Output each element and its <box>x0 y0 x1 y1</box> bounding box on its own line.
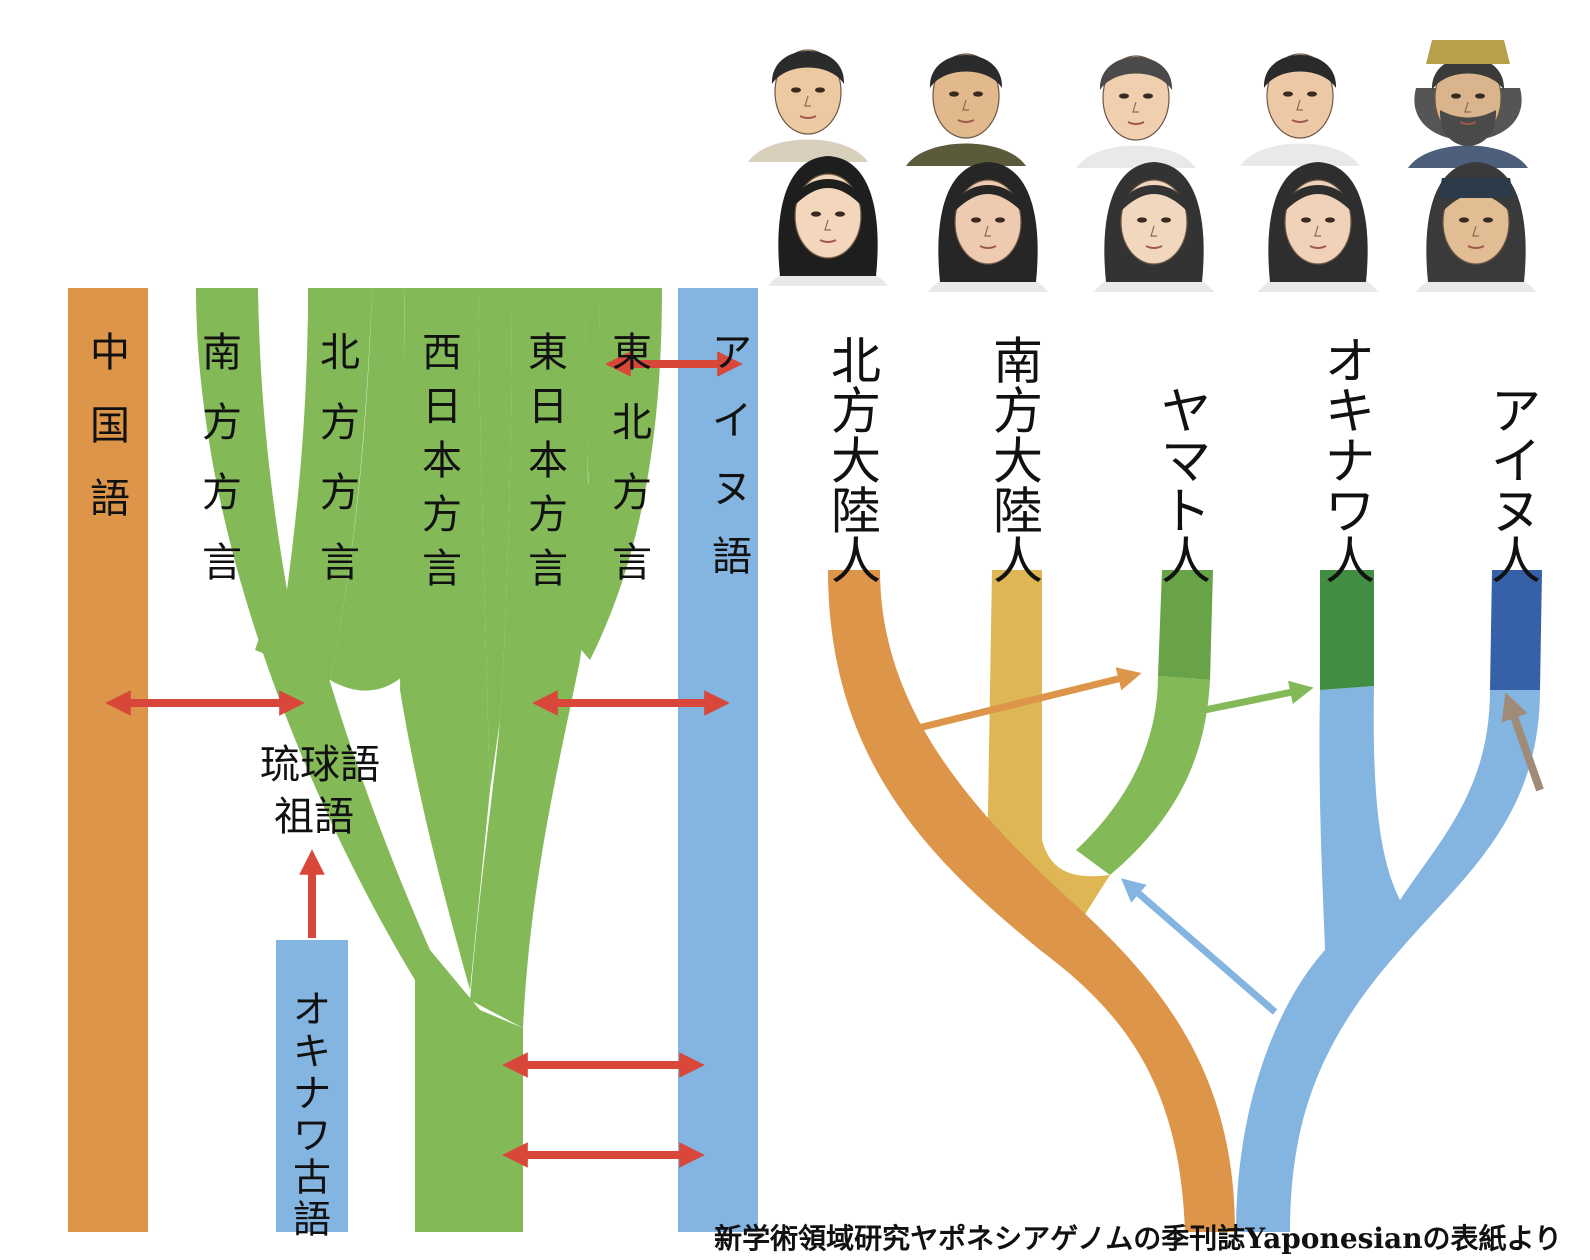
language-tree: 中国語 南方方言 北方方言 西日本方言 東日本方言 東北方言 アイヌ語 オキナワ… <box>68 288 758 1241</box>
tohoku-branch <box>555 288 662 660</box>
label-southern-continental: 南方大陸人 <box>993 333 1043 591</box>
old-okinawan-bar <box>276 940 348 1232</box>
okinawan-stream-top <box>1320 570 1374 690</box>
label-old-okinawan: オキナワ古語 <box>293 987 331 1241</box>
gene-flow-arrow-into-ainu <box>1501 692 1544 792</box>
source-caption: 新学術領域研究ヤポネシアゲノムの季刊誌Yaponesianの表紙より <box>714 1222 1562 1255</box>
label-chinese: 中国語 <box>90 330 130 522</box>
label-southern-dialect: 南方方言 <box>202 330 242 586</box>
label-west-japan-dialect: 西日本方言 <box>422 330 462 592</box>
gene-flow-arrow-continental-yamato <box>909 667 1142 734</box>
label-proto-ryukyuan-2: 祖語 <box>274 794 354 840</box>
woman-headband-portrait-icon <box>1416 162 1536 292</box>
label-northern-continental: 北方大陸人 <box>831 333 881 591</box>
portrait-gallery <box>748 40 1536 292</box>
chinese-bar <box>68 288 148 1232</box>
northern-dialect-branch <box>255 288 372 680</box>
gene-flow-arrow-jomon-yamato <box>1121 878 1278 1015</box>
gene-flow-arrow-yamato-okinawan <box>1194 680 1314 716</box>
label-ainu-people: アイヌ人 <box>1491 383 1541 591</box>
southern-continental-stream <box>987 570 1110 930</box>
man-portrait-icon <box>1240 53 1360 166</box>
yamato-stream-dark <box>1158 570 1213 680</box>
label-east-japan-dialect: 東日本方言 <box>528 330 568 592</box>
ainu-stream-top <box>1490 570 1542 690</box>
yamato-stream <box>1076 676 1210 875</box>
man-portrait-icon <box>1076 55 1196 168</box>
northern-continental-stream <box>828 570 1235 1232</box>
jomon-stream <box>1236 686 1540 1232</box>
bearded-man-portrait-icon <box>1408 40 1528 168</box>
label-okinawan: オキナワ人 <box>1325 333 1375 591</box>
label-tohoku-dialect: 東北方言 <box>612 330 652 586</box>
man-portrait-icon <box>906 53 1026 166</box>
woman-portrait-icon <box>1258 162 1378 292</box>
label-proto-ryukyuan-1: 琉球語 <box>260 742 380 788</box>
woman-portrait-icon <box>928 162 1048 292</box>
label-yamato: ヤマト人 <box>1161 383 1211 591</box>
woman-portrait-icon <box>1094 162 1214 292</box>
east-japan-branch <box>470 288 589 1028</box>
man-portrait-icon <box>748 49 868 162</box>
woman-portrait-icon <box>768 156 888 286</box>
japonic-trunk <box>415 1028 523 1232</box>
label-ainu-language: アイヌ語 <box>712 330 752 580</box>
population-tree: 北方大陸人 南方大陸人 ヤマト人 オキナワ人 アイヌ人 <box>828 333 1544 1232</box>
label-northern-dialect: 北方方言 <box>320 330 360 586</box>
